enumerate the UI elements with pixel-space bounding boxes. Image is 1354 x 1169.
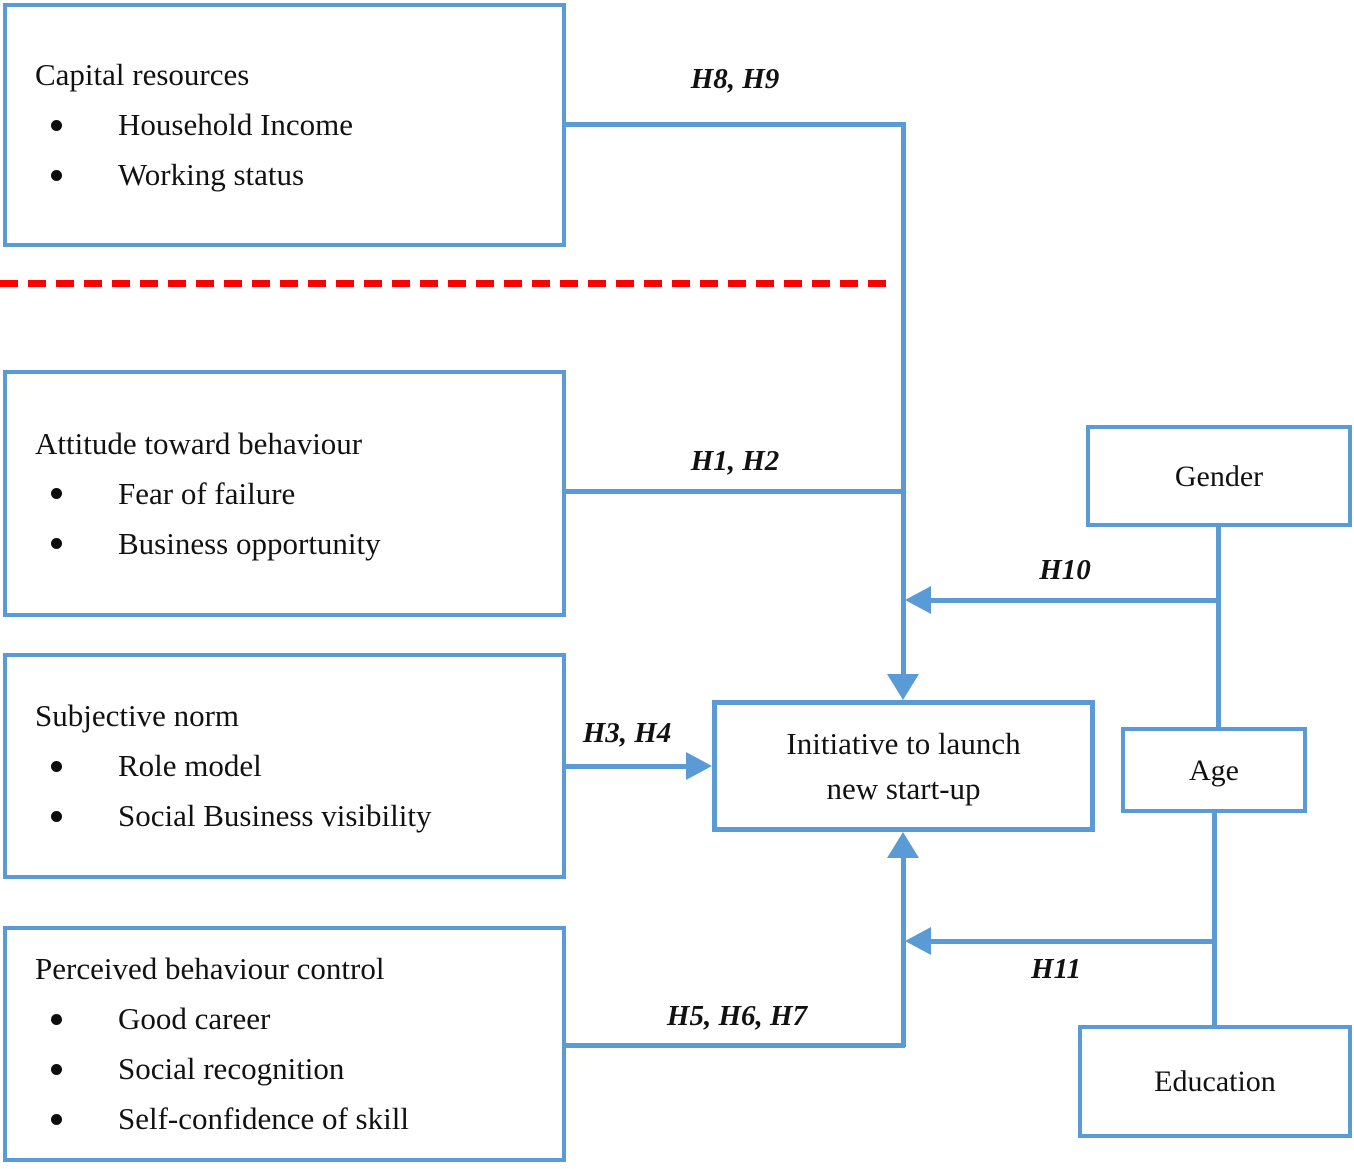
arrowhead-right-h3h4-icon xyxy=(686,752,712,780)
box-title: Age xyxy=(1189,753,1239,787)
box-title: Capital resources xyxy=(35,57,250,92)
label-h10: H10 xyxy=(1039,554,1091,586)
label-h1-h2: H1, H2 xyxy=(690,445,780,477)
list-item: Social Business visibility xyxy=(35,791,554,841)
bullet-text: Fear of failure xyxy=(118,475,296,511)
red-dashed-divider xyxy=(0,280,888,287)
bullet-text: Business opportunity xyxy=(118,525,381,561)
bullet-dot-icon xyxy=(51,169,62,181)
bullet-text: Social recognition xyxy=(118,1051,345,1086)
bullet-text: Good career xyxy=(118,1001,271,1036)
box-subjective-norm: Subjective norm Role model Social Busine… xyxy=(3,653,566,879)
list-item: Social recognition xyxy=(35,1044,554,1094)
arrowhead-left-h11-icon xyxy=(905,927,931,955)
outcome-line-1: Initiative to launch xyxy=(786,726,1021,761)
bullet-text: Working status xyxy=(118,157,305,192)
box-title: Gender xyxy=(1174,459,1264,493)
bullet-text: Self-confidence of skill xyxy=(118,1101,409,1136)
bullet-dot-icon xyxy=(51,1013,62,1025)
bullet-dot-icon xyxy=(51,760,62,772)
connector-attitude-horizontal xyxy=(566,489,905,494)
box-perceived-behaviour-control: Perceived behaviour control Good career … xyxy=(3,926,566,1162)
box-title: Subjective norm xyxy=(35,698,240,733)
bullet-dot-icon xyxy=(51,810,62,822)
outcome-line-2: new start-up xyxy=(826,771,981,806)
box-capital-resources: Capital resources Household Income Worki… xyxy=(3,3,566,247)
list-item: Good career xyxy=(35,994,554,1044)
bullet-dot-icon xyxy=(51,119,62,131)
bullet-text: Household Income xyxy=(118,107,354,142)
bullet-dot-icon xyxy=(51,538,62,549)
box-gender: Gender xyxy=(1086,425,1352,527)
label-h3-h4: H3, H4 xyxy=(582,717,672,749)
list-item: Working status xyxy=(35,150,554,200)
connector-subjective-horizontal xyxy=(566,764,688,769)
label-h5-h6-h7: H5, H6, H7 xyxy=(666,1000,808,1032)
box-education: Education xyxy=(1078,1025,1352,1138)
bullet-dot-icon xyxy=(51,1113,62,1125)
box-attitude-toward-behaviour: Attitude toward behaviour Fear of failur… xyxy=(3,370,566,617)
list-item: Fear of failure xyxy=(35,469,554,519)
connector-h10-horizontal xyxy=(929,598,1216,603)
box-initiative-to-launch: Initiative to launch new start-up xyxy=(712,700,1095,832)
list-item: Household Income xyxy=(35,100,554,150)
connector-perceived-horizontal xyxy=(566,1043,905,1048)
connector-main-vertical-bottom xyxy=(901,854,906,1047)
connector-gender-to-age xyxy=(1216,527,1221,729)
connector-capital-horizontal xyxy=(566,122,905,127)
box-title: Attitude toward behaviour xyxy=(35,425,363,461)
connector-h11-horizontal xyxy=(929,939,1214,944)
label-h8-h9: H8, H9 xyxy=(690,63,780,95)
list-item: Self-confidence of skill xyxy=(35,1094,554,1144)
arrowhead-left-h10-icon xyxy=(905,586,931,614)
list-item: Role model xyxy=(35,741,554,791)
label-h11: H11 xyxy=(1031,953,1081,985)
bullet-text: Social Business visibility xyxy=(118,798,432,833)
box-age: Age xyxy=(1121,727,1307,813)
bullet-dot-icon xyxy=(51,488,62,499)
arrowhead-up-icon xyxy=(887,832,919,858)
box-title: Perceived behaviour control xyxy=(35,951,385,986)
bullet-text: Role model xyxy=(118,748,262,783)
bullet-dot-icon xyxy=(51,1063,62,1075)
connector-main-vertical-top xyxy=(901,122,906,678)
list-item: Business opportunity xyxy=(35,519,554,569)
box-title: Education xyxy=(1154,1065,1276,1098)
arrowhead-down-icon xyxy=(887,674,919,700)
connector-age-to-education xyxy=(1212,813,1217,1027)
